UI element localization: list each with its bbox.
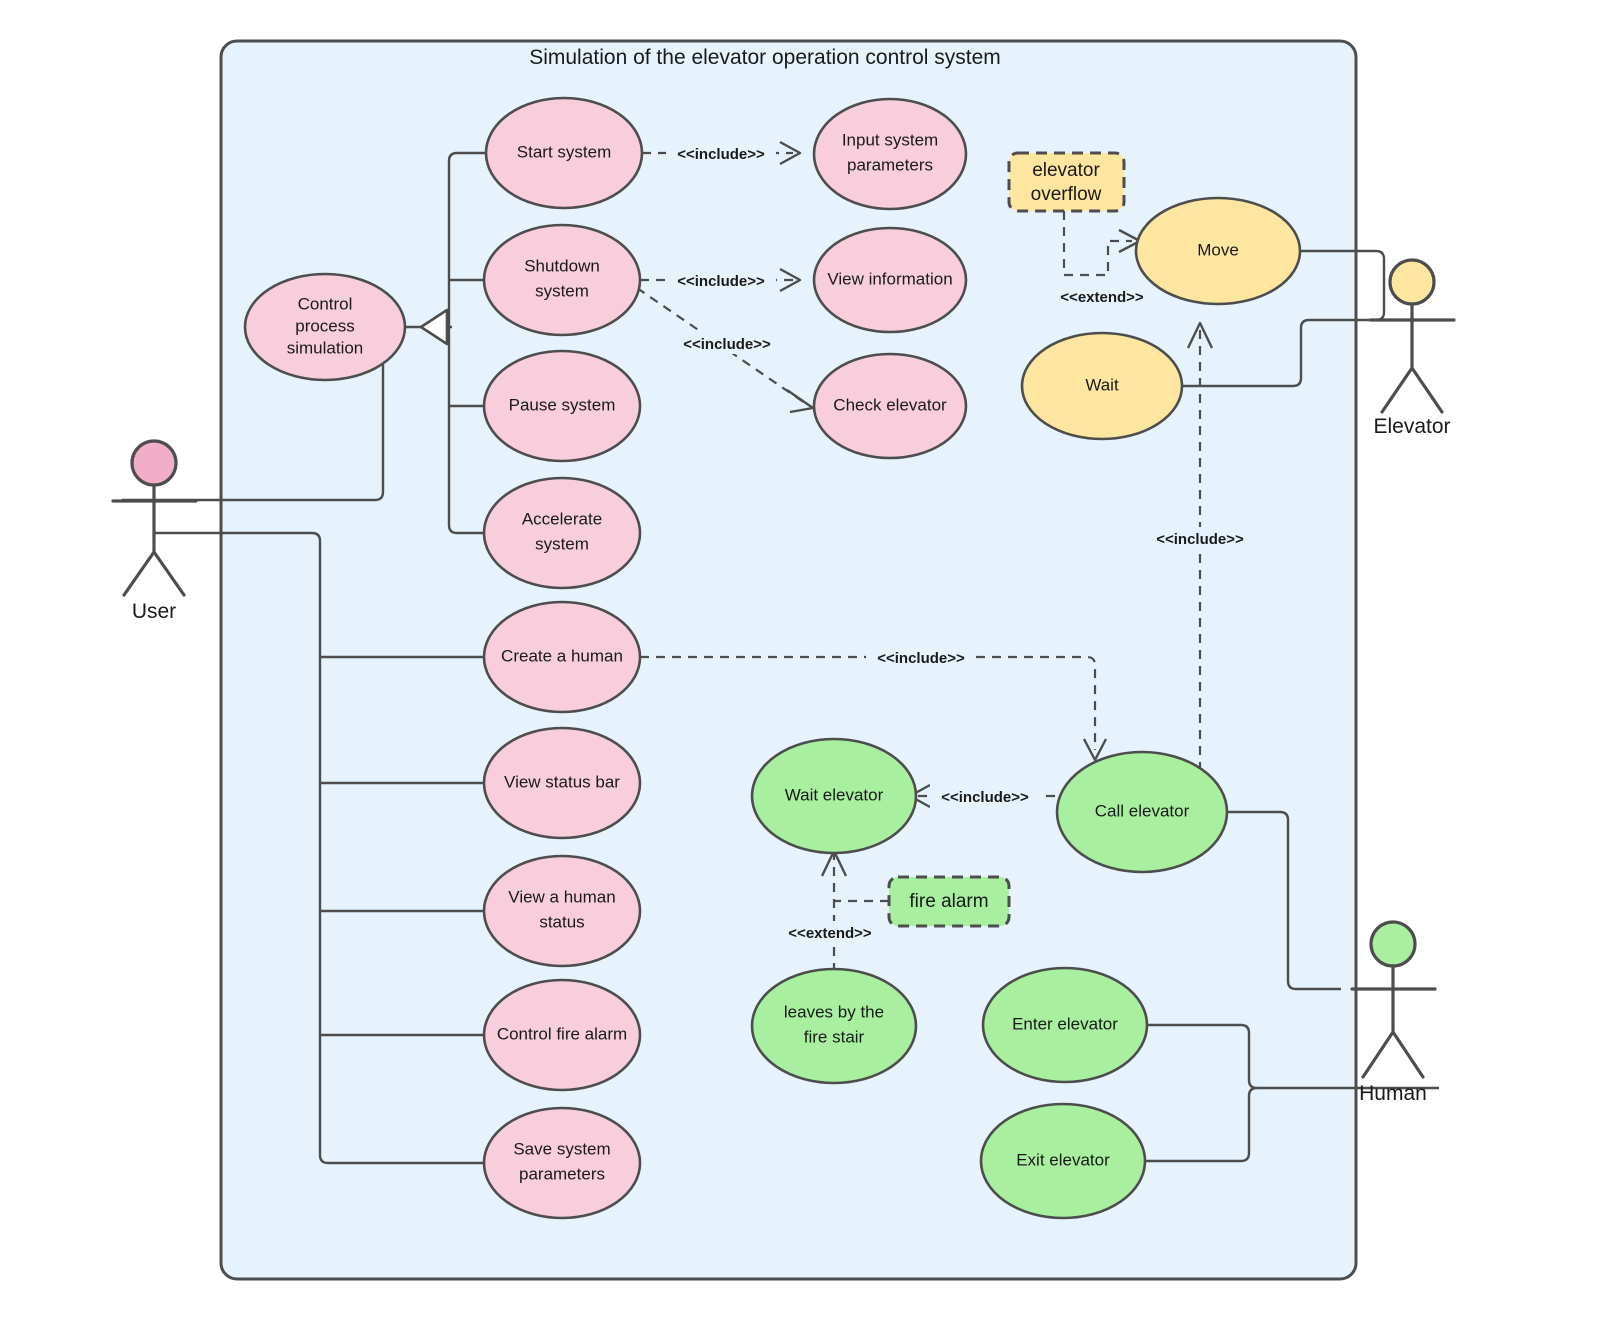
actor-legs-icon — [1380, 366, 1444, 414]
use-case-input-system-parameters[interactable]: Input system parameters — [812, 97, 968, 211]
use-case-move[interactable]: Move — [1134, 196, 1302, 306]
include-label-call-elevator-wait-elevator: <<include>> — [941, 789, 1029, 806]
use-case-view-a-human-status[interactable]: View a human status — [482, 854, 642, 968]
note-elevator-overflow[interactable]: elevator overflow — [1007, 151, 1126, 213]
use-case-label: fire stair — [804, 1027, 865, 1046]
use-case-accelerate-system[interactable]: Accelerate system — [482, 476, 642, 590]
actor-head-icon — [1388, 258, 1436, 306]
include-label-start-input: <<include>> — [677, 146, 765, 163]
include-start-to-input-params-arrowhead — [779, 140, 802, 166]
actor-head-icon — [1369, 920, 1417, 968]
use-case-wait-elevator[interactable]: Wait elevator — [750, 737, 918, 855]
use-case-label: View information — [827, 269, 952, 288]
use-case-view-status-bar[interactable]: View status bar — [482, 726, 642, 840]
use-case-label: parameters — [847, 155, 933, 174]
actor-human[interactable]: Human — [1350, 920, 1437, 1105]
use-case-label: Enter elevator — [1012, 1014, 1118, 1033]
use-case-pause-system[interactable]: Pause system — [482, 349, 642, 463]
include-shutdown-to-view-info-arrowhead — [779, 267, 802, 293]
actor-legs-icon — [122, 550, 186, 597]
use-case-wait[interactable]: Wait — [1020, 331, 1184, 441]
use-case-exit-elevator[interactable]: Exit elevator — [979, 1102, 1147, 1220]
generalization-arrowhead — [419, 308, 449, 346]
use-case-label: status — [539, 912, 584, 931]
use-case-label: process — [295, 316, 355, 335]
assoc-elevator-wait — [1180, 318, 1341, 388]
include-label-create-human-call-elevator: <<include>> — [877, 650, 965, 667]
use-case-label: simulation — [287, 338, 364, 357]
use-case-call-elevator[interactable]: Call elevator — [1055, 750, 1229, 874]
actor-label: Human — [1359, 1082, 1427, 1105]
include-create-human-to-call-elevator-arrowhead — [1082, 738, 1108, 762]
include-label-call-elevator-move: <<include>> — [1156, 531, 1244, 548]
use-case-control-process-simulation[interactable]: Control process simulation — [243, 272, 407, 382]
use-case-label: Exit elevator — [1016, 1150, 1110, 1169]
use-case-check-elevator[interactable]: Check elevator — [812, 352, 968, 460]
actor-user[interactable]: User — [111, 439, 198, 623]
use-case-label: Pause system — [509, 395, 616, 414]
use-case-label: Control — [298, 294, 353, 313]
use-case-label: system — [535, 281, 589, 300]
include-label-shutdown-check-elevator: <<include>> — [683, 336, 771, 353]
note-label: overflow — [1031, 184, 1102, 205]
use-case-label: Wait elevator — [785, 785, 884, 804]
use-case-label: Save system — [513, 1139, 610, 1158]
use-case-leaves-by-the-fire-stair[interactable]: leaves by the fire stair — [750, 967, 918, 1085]
actor-legs-icon — [1361, 1030, 1425, 1079]
assoc-user-lower-bus — [155, 531, 487, 1165]
use-case-label: Input system — [842, 130, 938, 149]
use-case-label: Accelerate — [522, 509, 602, 528]
include-label-shutdown-view-info: <<include>> — [677, 273, 765, 290]
system-title: Simulation of the elevator operation con… — [529, 46, 1001, 69]
use-case-label: parameters — [519, 1164, 605, 1183]
use-case-label: Check elevator — [833, 395, 947, 414]
assoc-human-exit-elevator — [1146, 1086, 1258, 1163]
use-case-label: Control fire alarm — [497, 1024, 627, 1043]
use-case-label: View status bar — [504, 772, 620, 791]
use-case-shutdown-system[interactable]: Shutdown system — [482, 223, 642, 337]
use-case-save-system-parameters[interactable]: Save system parameters — [482, 1106, 642, 1220]
use-case-label: system — [535, 534, 589, 553]
use-case-control-fire-alarm[interactable]: Control fire alarm — [482, 978, 642, 1092]
note-label: elevator — [1032, 160, 1100, 181]
use-case-label: Create a human — [501, 646, 623, 665]
generalization-bus — [447, 151, 487, 535]
extend-label-overflow-move: <<extend>> — [1060, 289, 1144, 306]
use-case-enter-elevator[interactable]: Enter elevator — [981, 966, 1149, 1084]
use-case-label: Wait — [1085, 375, 1119, 394]
note-label: fire alarm — [909, 891, 988, 912]
include-create-human-to-call-elevator — [640, 655, 1097, 750]
note-fire-alarm[interactable]: fire alarm — [887, 875, 1011, 928]
use-case-view-information[interactable]: View information — [812, 226, 968, 334]
use-case-start-system[interactable]: Start system — [484, 96, 644, 210]
use-case-create-a-human[interactable]: Create a human — [482, 600, 642, 714]
use-case-label: Move — [1197, 240, 1239, 259]
use-case-label: Start system — [517, 142, 611, 161]
actor-label: User — [132, 600, 176, 623]
use-case-label: View a human — [508, 887, 615, 906]
extend-wait-to-move-arrowhead — [1186, 321, 1214, 349]
actor-elevator[interactable]: Elevator — [1369, 258, 1456, 438]
extend-label-fire-stair-wait-elevator: <<extend>> — [788, 925, 872, 942]
use-case-label: leaves by the — [784, 1002, 884, 1021]
assoc-human-call-elevator — [1227, 810, 1341, 991]
use-case-label: Call elevator — [1095, 801, 1190, 820]
actor-head-icon — [130, 439, 178, 487]
actor-label: Elevator — [1373, 415, 1450, 438]
extend-overflow-to-move — [1062, 211, 1132, 277]
use-case-label: Shutdown — [524, 256, 600, 275]
